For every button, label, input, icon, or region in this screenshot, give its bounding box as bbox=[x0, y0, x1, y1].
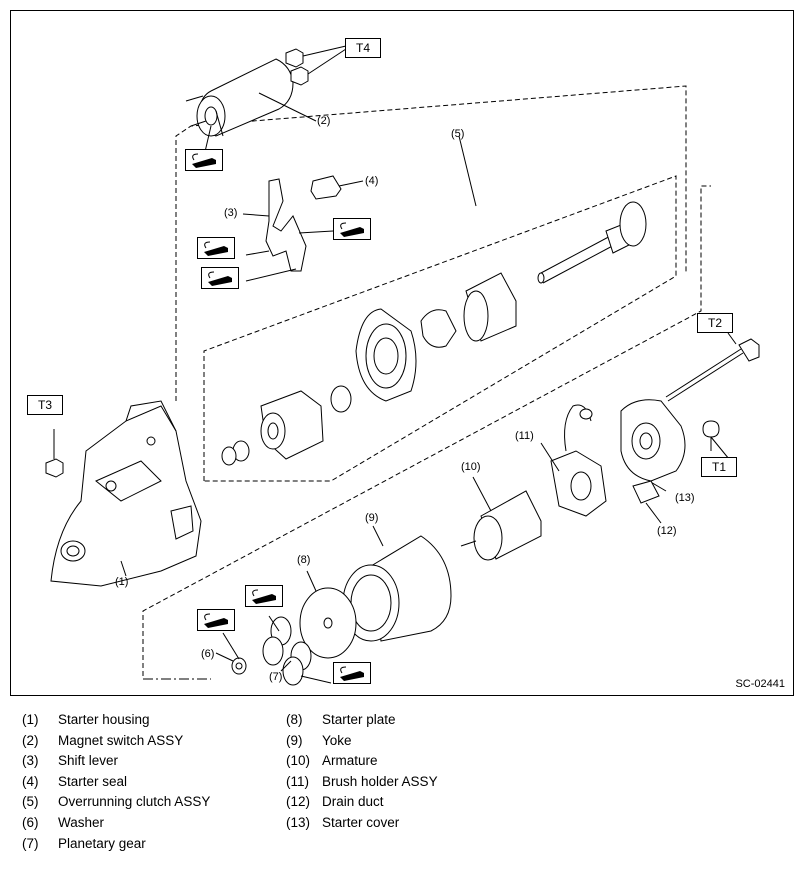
legend-item: (5)Overrunning clutch ASSY bbox=[22, 794, 211, 810]
callout-12: (12) bbox=[657, 525, 677, 537]
callout-13: (13) bbox=[675, 492, 695, 504]
legend-item: (11)Brush holder ASSY bbox=[286, 773, 438, 789]
legend-item: (4)Starter seal bbox=[22, 773, 128, 789]
screw-drawing bbox=[702, 420, 720, 438]
yoke-drawing bbox=[342, 535, 452, 642]
legend-item: (2)Magnet switch ASSY bbox=[22, 732, 184, 748]
shift-lever-drawing bbox=[265, 178, 307, 272]
snap-ring-3 bbox=[221, 446, 237, 466]
drain-duct-drawing bbox=[632, 480, 660, 504]
grease-tube-icon bbox=[333, 218, 371, 240]
grease-tube-icon bbox=[185, 149, 223, 171]
legend-item: (8)Starter plate bbox=[286, 712, 396, 727]
callout-8: (8) bbox=[297, 554, 311, 566]
callout-11: (11) bbox=[515, 430, 534, 442]
callout-10: (10) bbox=[461, 461, 481, 473]
legend-item: (12)Drain duct bbox=[286, 794, 384, 810]
grease-tube-icon bbox=[197, 609, 235, 631]
through-bolt-drawing bbox=[665, 338, 760, 402]
grease-tube-icon bbox=[245, 585, 283, 607]
starter-housing-drawing bbox=[50, 400, 202, 587]
starter-plate-drawing bbox=[299, 587, 357, 659]
legend-item: (13)Starter cover bbox=[286, 814, 400, 830]
exploded-diagram: T4 T3 T2 T1 (1) (2) (3) (4) (5) (6) (7) … bbox=[10, 10, 794, 696]
clutch-shaft-drawing bbox=[537, 201, 647, 284]
figure-id: SC-02441 bbox=[735, 678, 785, 690]
snap-ring-1 bbox=[330, 385, 352, 413]
grease-tube-icon bbox=[197, 237, 235, 259]
starter-seal-drawing bbox=[310, 175, 342, 200]
legend-right-column: (8)Starter plate (9)Yoke (10)Armature (1… bbox=[286, 710, 438, 834]
clutch-plate-drawing bbox=[355, 308, 417, 402]
callout-1: (1) bbox=[115, 576, 129, 588]
legend-item: (6)Washer bbox=[22, 814, 105, 830]
legend-item: (3)Shift lever bbox=[22, 753, 119, 769]
legend-item: (10)Armature bbox=[286, 753, 378, 769]
starter-cover-drawing bbox=[620, 399, 686, 482]
callout-6: (6) bbox=[201, 648, 215, 660]
t3-nut-drawing bbox=[45, 458, 64, 478]
legend-item: (9)Yoke bbox=[286, 732, 352, 748]
legend-item: (7)Planetary gear bbox=[22, 835, 146, 851]
torque-label-t3: T3 bbox=[27, 395, 63, 415]
callout-5: (5) bbox=[451, 128, 465, 140]
assembly-guide-lower bbox=[142, 185, 711, 676]
washer-drawing bbox=[231, 657, 247, 675]
callout-3: (3) bbox=[224, 207, 238, 219]
legend-left-column: (1)Starter housing (2)Magnet switch ASSY… bbox=[22, 710, 210, 854]
grease-tube-icon bbox=[333, 662, 371, 684]
torque-label-t4: T4 bbox=[345, 38, 381, 58]
clutch-gear-drawing bbox=[260, 390, 324, 460]
callout-2: (2) bbox=[317, 115, 331, 127]
callout-4: (4) bbox=[365, 175, 379, 187]
planetary-gear-drawing bbox=[262, 616, 312, 686]
clutch-bracket-drawing bbox=[420, 309, 457, 348]
callout-9: (9) bbox=[365, 512, 379, 524]
torque-label-t2: T2 bbox=[697, 313, 733, 333]
legend-item: (1)Starter housing bbox=[22, 712, 150, 727]
magnet-switch-drawing bbox=[185, 45, 347, 137]
assembly-guide-clutch bbox=[203, 175, 677, 482]
grease-tube-icon bbox=[201, 267, 239, 289]
torque-label-t1: T1 bbox=[701, 457, 737, 477]
brush-holder-drawing bbox=[550, 404, 607, 517]
callout-7: (7) bbox=[269, 671, 283, 683]
armature-drawing bbox=[460, 490, 542, 561]
clutch-pinion-drawing bbox=[463, 272, 517, 342]
diagram-drawing bbox=[45, 45, 760, 686]
